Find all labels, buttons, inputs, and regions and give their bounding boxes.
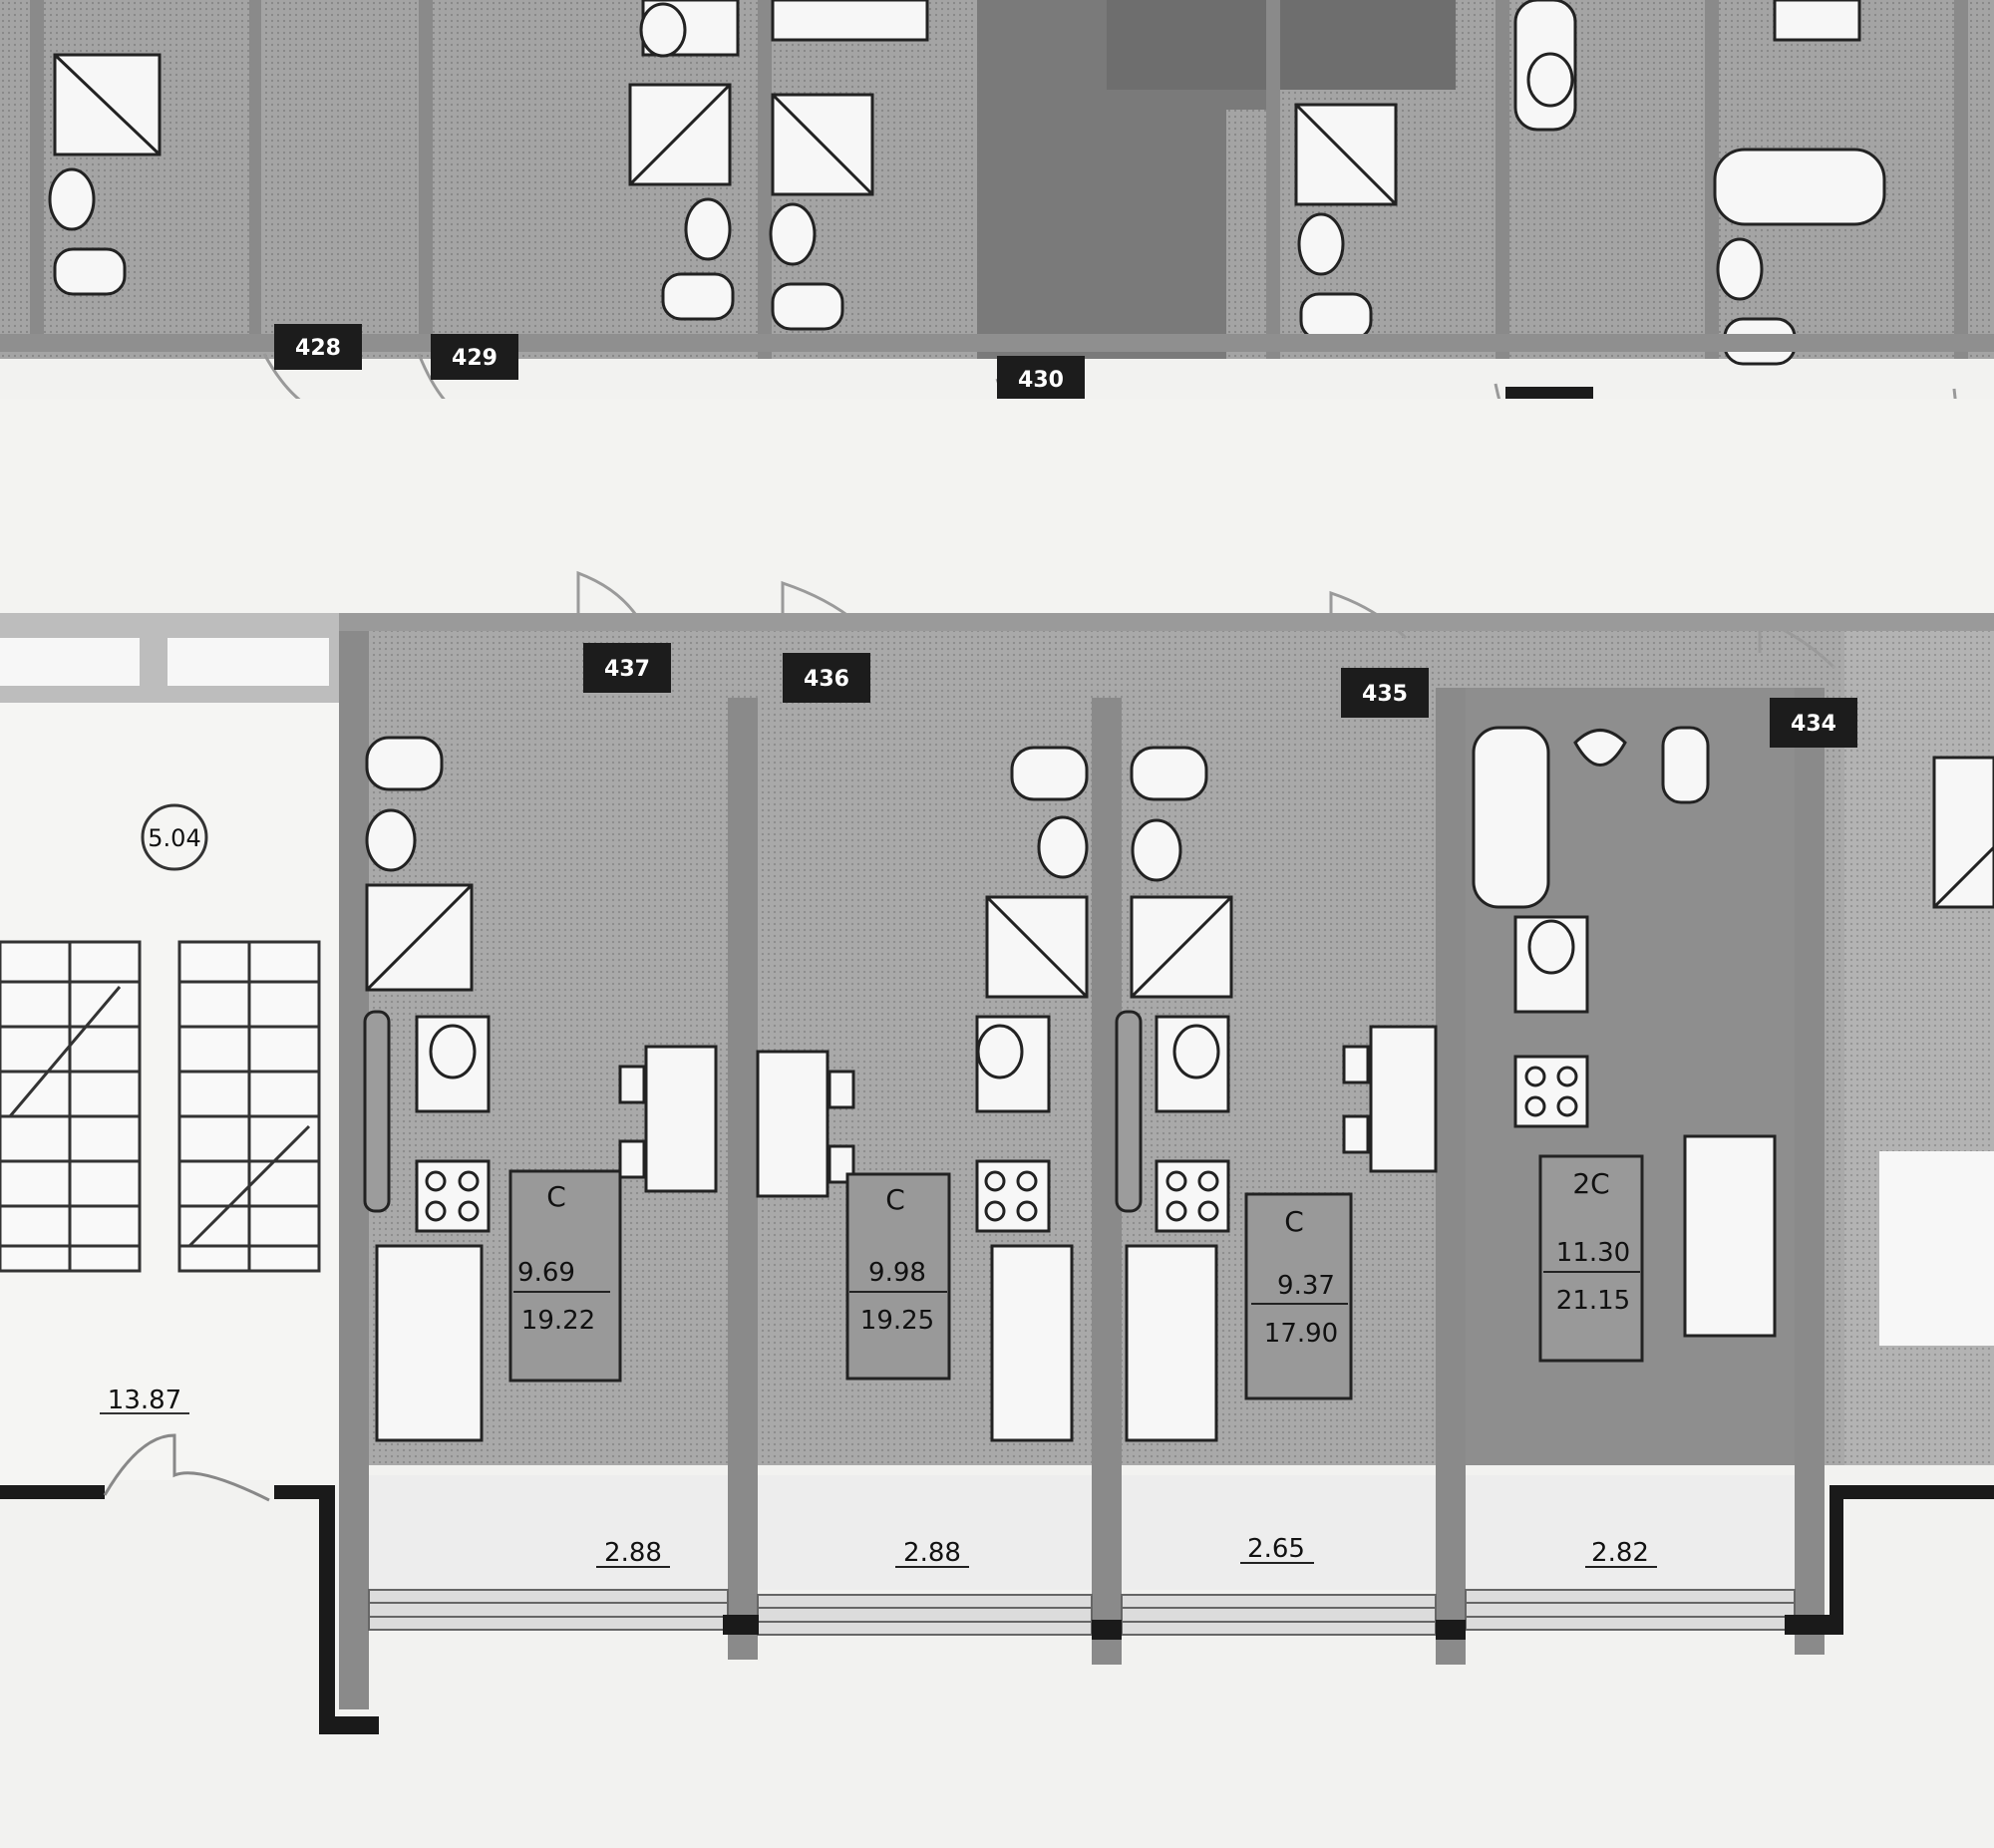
corridor (0, 399, 1994, 613)
room-code-label: C (885, 1183, 905, 1216)
svg-text:434: 434 (1791, 712, 1836, 737)
unit-tag-437: 437 (583, 643, 671, 693)
room-area-label: 9.69 (517, 1258, 575, 1288)
unit-walls (339, 613, 1825, 1709)
unit-tag-435: 435 (1341, 668, 1429, 718)
unit-total-area-label: 17.90 (1264, 1319, 1338, 1349)
upper-unit-tag-430: 430 (997, 356, 1085, 402)
svg-text:430: 430 (1018, 368, 1064, 393)
balcony-strip: 2.88 2.88 2.65 2.82 (368, 1475, 1796, 1636)
table-icon (644, 1045, 718, 1193)
kitchen-fixtures (363, 915, 1994, 1442)
stair-area-badge: 5.04 (141, 803, 208, 871)
unit-total-area-label: 19.22 (521, 1306, 595, 1336)
room-box-436: C 9.98 19.25 (845, 1172, 951, 1381)
sink-icon (365, 808, 417, 872)
room-code-label: C (546, 1180, 566, 1213)
upper-unit-tag-429: 429 (431, 334, 518, 380)
balcony-area-label: 2.88 (903, 1538, 961, 1568)
unit-tag-436: 436 (783, 653, 870, 703)
upper-unit-tag-428: 428 (274, 324, 362, 370)
stair-flight-right (177, 940, 321, 1273)
bathroom-fixtures (365, 726, 1994, 999)
upper-dark-unit-2 (1107, 0, 1456, 90)
room-area-label: 9.98 (868, 1258, 926, 1288)
svg-text:435: 435 (1362, 682, 1408, 707)
room-area-label: 9.37 (1277, 1271, 1335, 1301)
stair-flight-left (0, 940, 142, 1273)
room-box-437: C 9.69 19.22 (508, 1169, 622, 1383)
sofa-icon (375, 1244, 484, 1442)
bed-icon (1683, 1134, 1777, 1338)
balcony-area-label: 2.65 (1247, 1534, 1305, 1564)
svg-text:436: 436 (804, 667, 849, 692)
unit-total-area-label: 19.25 (860, 1306, 934, 1336)
balcony-area-label: 2.88 (604, 1538, 662, 1568)
svg-text:437: 437 (604, 657, 650, 682)
room-code-label: 2C (1572, 1167, 1609, 1200)
toilet-icon (365, 736, 444, 791)
hall-area-label: 13.87 (108, 1386, 181, 1415)
lower-row: 5.04 13.87 437 436 435 (0, 570, 1994, 1734)
bathtub-icon (1472, 726, 1550, 909)
balcony-area-label: 2.82 (1591, 1538, 1649, 1568)
room-code-label: C (1284, 1205, 1304, 1238)
unit-total-area-label: 21.15 (1556, 1286, 1630, 1316)
unit-tag-434: 434 (1770, 698, 1857, 748)
svg-text:428: 428 (295, 336, 341, 361)
upper-row: 428 429 430 431 (0, 0, 1994, 500)
stair-area-label: 5.04 (148, 824, 200, 852)
room-box-434: 2C 11.30 21.15 (1538, 1154, 1644, 1363)
room-box-435: C 9.37 17.90 (1244, 1192, 1353, 1400)
exterior-walls (0, 1485, 1994, 1734)
room-area-label: 11.30 (1556, 1238, 1630, 1268)
svg-text:429: 429 (452, 346, 498, 371)
